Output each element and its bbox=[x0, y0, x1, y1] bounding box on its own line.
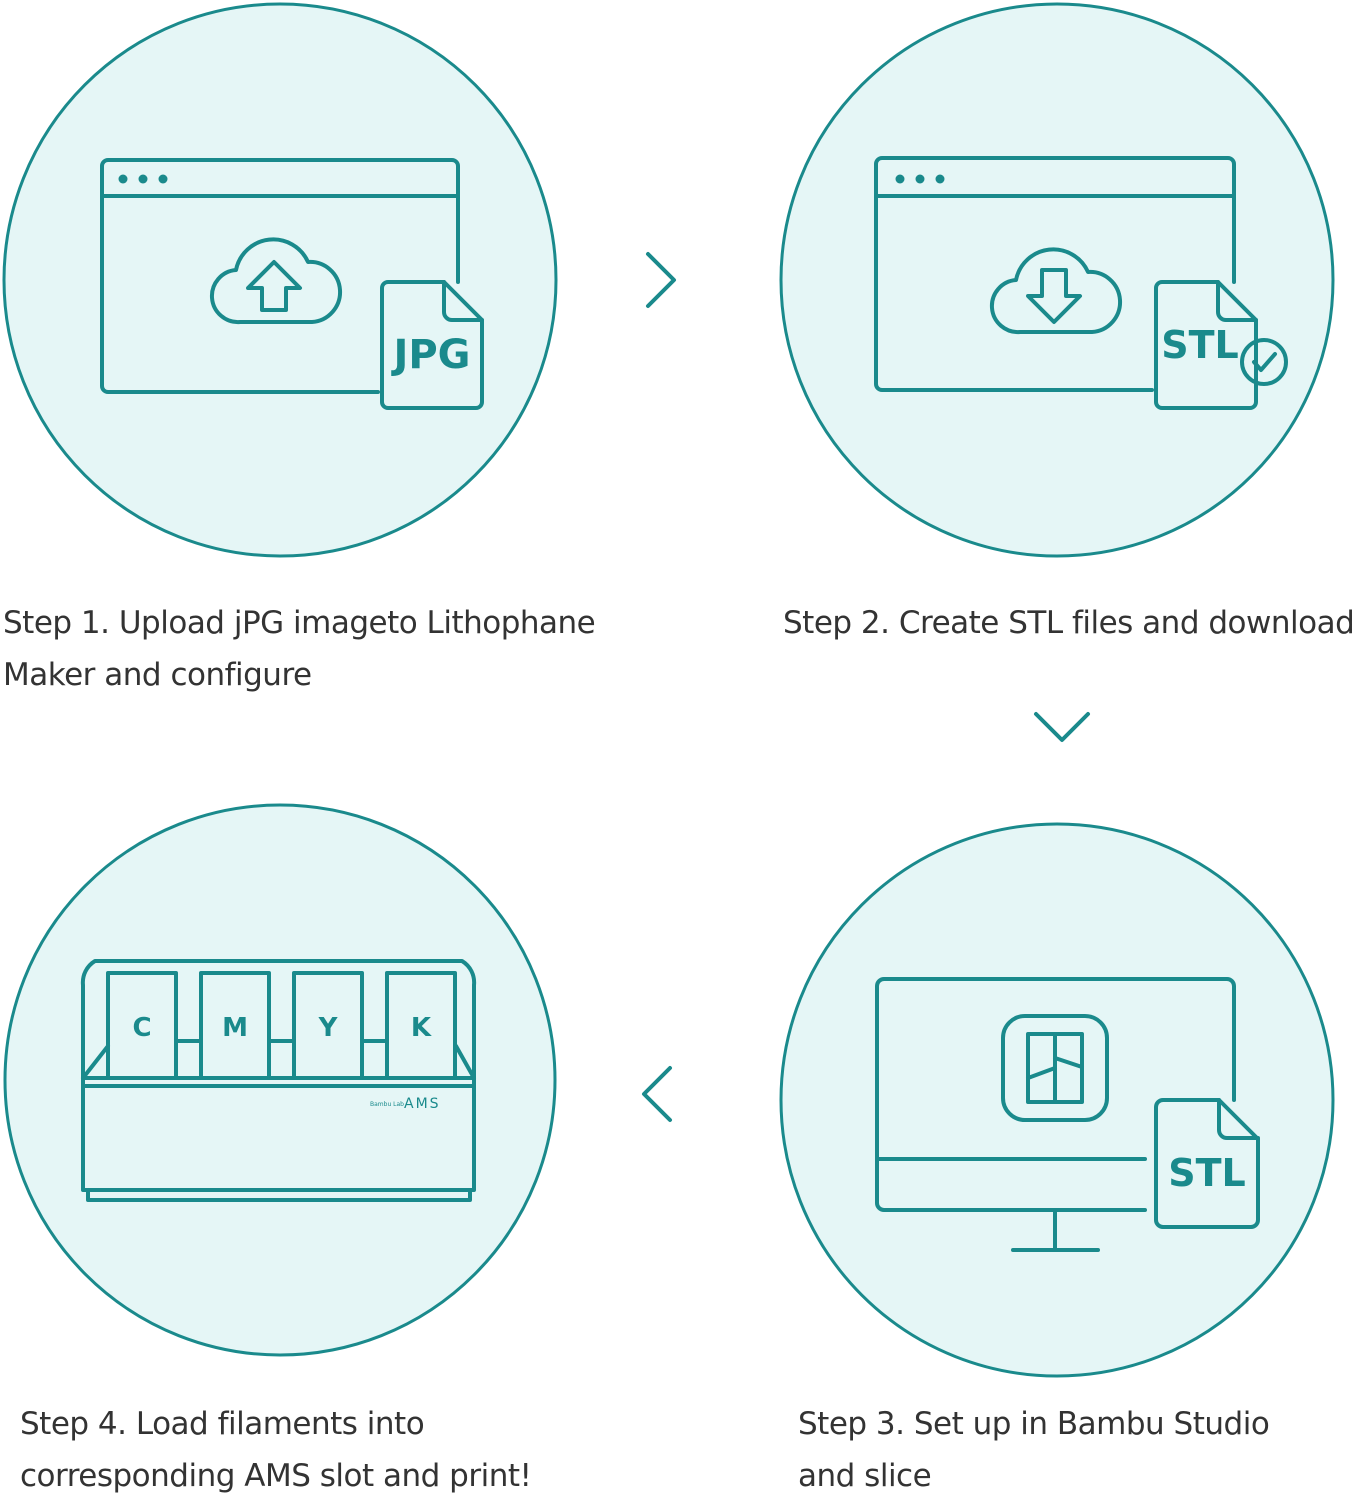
caption-line: Step 3. Set up in Bambu Studio bbox=[798, 1406, 1270, 1442]
step-4-caption: Step 4. Load filaments into correspondin… bbox=[20, 1398, 532, 1502]
slot-m-label: M bbox=[222, 1013, 248, 1043]
stl-label: STL bbox=[1168, 1151, 1246, 1195]
stl-file-icon: STL bbox=[1154, 1098, 1260, 1229]
ams-unit-icon: C M Y K Bambu Lab AMS bbox=[80, 959, 477, 1202]
step-4-illustration: C M Y K Bambu Lab AMS bbox=[3, 803, 557, 1357]
ams-logo-text: AMS bbox=[404, 1096, 441, 1112]
monitor-icon bbox=[875, 977, 1236, 1252]
slot-k-label: K bbox=[411, 1013, 432, 1043]
arrow-right-icon bbox=[646, 252, 676, 308]
slot-y-label: Y bbox=[318, 1013, 339, 1043]
caption-line: Step 1. Upload jPG imageto Lithophane bbox=[3, 605, 596, 641]
step-3-illustration: STL bbox=[779, 822, 1335, 1378]
check-circle-icon bbox=[1240, 338, 1288, 386]
jpg-file-icon: JPG bbox=[380, 280, 484, 410]
caption-line: corresponding AMS slot and print! bbox=[20, 1458, 532, 1494]
step-3-caption: Step 3. Set up in Bambu Studio and slice bbox=[798, 1398, 1270, 1502]
step-1-caption: Step 1. Upload jPG imageto Lithophane Ma… bbox=[3, 597, 596, 701]
step-1-illustration: JPG bbox=[2, 2, 558, 558]
cloud-upload-icon bbox=[210, 237, 343, 325]
caption-line: Step 4. Load filaments into bbox=[20, 1406, 425, 1442]
bambu-lab-logo-text: Bambu Lab bbox=[370, 1101, 404, 1108]
slot-c-label: C bbox=[132, 1013, 151, 1043]
stl-label: STL bbox=[1161, 323, 1239, 367]
step-2-caption: Step 2. Create STL files and download bbox=[783, 597, 1355, 649]
browser-window-icon bbox=[874, 156, 1236, 392]
cloud-download-icon bbox=[990, 247, 1123, 335]
step-2-illustration: STL bbox=[779, 2, 1335, 558]
browser-window-icon bbox=[100, 158, 460, 394]
bambu-studio-app-icon bbox=[1001, 1014, 1109, 1122]
arrow-down-icon bbox=[1034, 712, 1090, 742]
caption-line: Step 2. Create STL files and download bbox=[783, 605, 1355, 641]
stl-file-icon: STL bbox=[1154, 280, 1258, 410]
jpg-label: JPG bbox=[390, 332, 470, 378]
caption-line: and slice bbox=[798, 1458, 932, 1494]
arrow-left-icon bbox=[642, 1066, 672, 1122]
caption-line: Maker and configure bbox=[3, 657, 312, 693]
